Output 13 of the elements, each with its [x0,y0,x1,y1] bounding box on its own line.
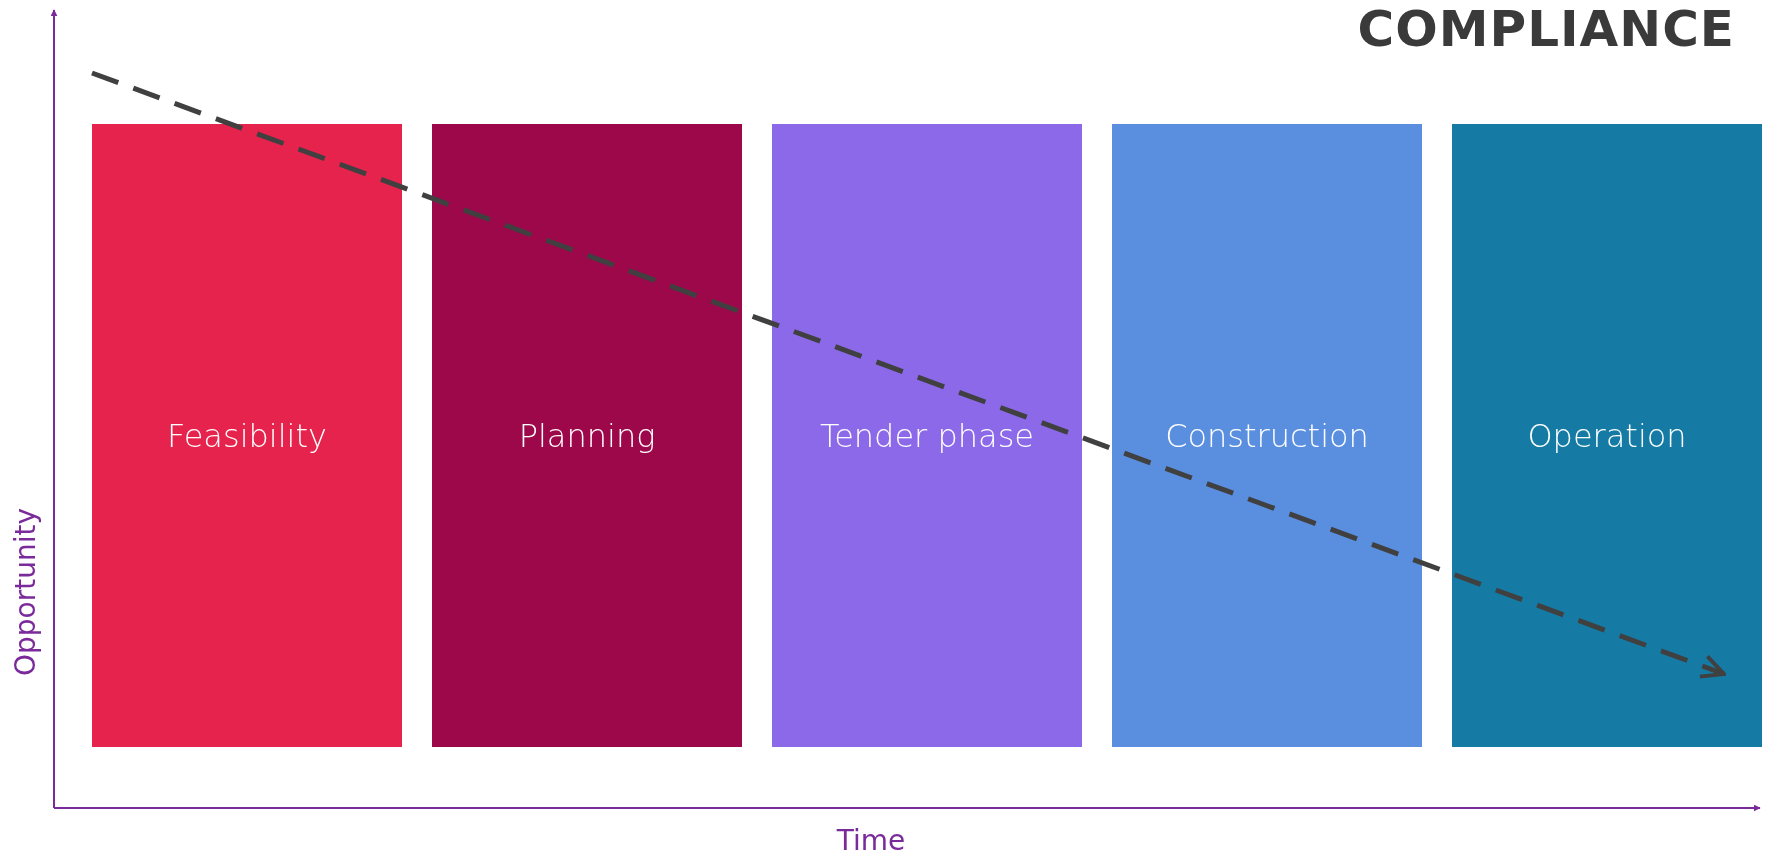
phase-box [432,124,742,747]
phase-box [1112,124,1422,747]
phase-box [772,124,1082,747]
phase-label: Tender phase [820,416,1034,455]
phase-label: Planning [518,416,656,455]
axis-label: Time [836,823,906,854]
phase-box [1452,124,1762,747]
title: COMPLIANCE [1357,0,1735,58]
phase-label: Operation [1527,416,1687,455]
phase-label: Feasibility [167,416,327,455]
axis-label: Opportunity [8,508,42,676]
phase-label: Construction [1165,416,1369,455]
phase-box [92,124,402,747]
